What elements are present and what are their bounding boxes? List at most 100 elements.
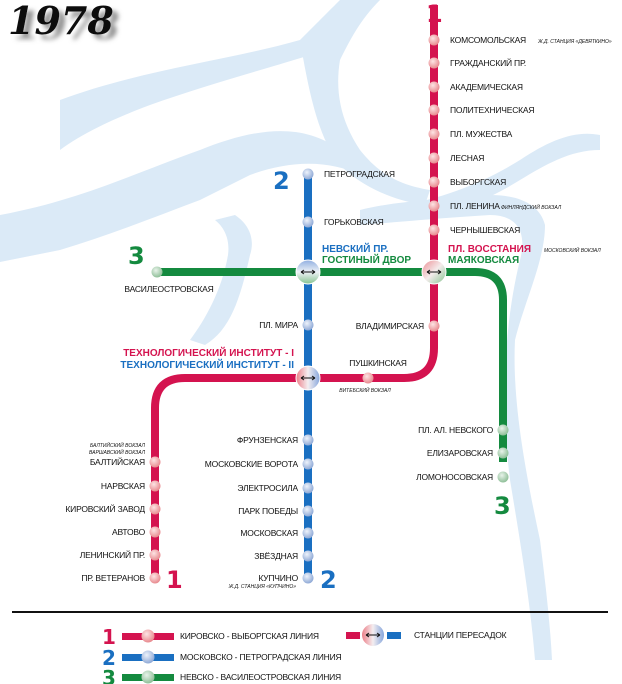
station-label: ПЛ. МУЖЕСТВА (450, 129, 513, 139)
legend-line-label: НЕВСКО - ВАСИЛЕОСТРОВСКАЯ ЛИНИЯ (180, 672, 341, 682)
station-label: ЗВЁЗДНАЯ (254, 551, 298, 561)
station-marker (149, 526, 161, 538)
station-line1[interactable]: НАРВСКАЯ (101, 480, 161, 492)
station-marker (302, 550, 314, 562)
station-line1[interactable]: ВЛАДИМИРСКАЯ (356, 320, 440, 332)
station-label: НАРВСКАЯ (101, 481, 145, 491)
station-marker (497, 447, 509, 459)
station-line1[interactable]: ВЫБОРГСКАЯ (428, 176, 507, 188)
station-label: АВТОВО (112, 527, 146, 537)
station-label: ВЛАДИМИРСКАЯ (356, 321, 424, 331)
station-label: ПЕТРОГРАДСКАЯ (324, 169, 395, 179)
station-marker (302, 168, 314, 180)
station-marker (149, 549, 161, 561)
station-marker (151, 266, 163, 278)
station-line1[interactable]: ГРАЖДАНСКИЙ ПР. (428, 57, 527, 69)
station-line1[interactable]: АКАДЕМИЧЕСКАЯ (428, 81, 523, 93)
station-note: ФИНЛЯНДСКИЙ ВОКЗАЛ (501, 203, 562, 211)
legend-line-number: 3 (102, 666, 116, 684)
station-label: КОМСОМОЛЬСКАЯ (450, 35, 526, 45)
station-line1[interactable]: ПЛ. МУЖЕСТВА (428, 128, 513, 140)
station-marker (497, 424, 509, 436)
station-marker (497, 471, 509, 483)
station-label: ПУШКИНСКАЯ (349, 358, 406, 368)
station-line1[interactable]: ПР. ВЕТЕРАНОВ (81, 572, 161, 584)
svg-text:ГОСТИНЫЙ ДВОР: ГОСТИНЫЙ ДВОР (322, 253, 411, 266)
station-line2[interactable]: ФРУНЗЕНСКАЯ (237, 434, 314, 446)
svg-text:ТЕХНОЛОГИЧЕСКИЙ ИНСТИТУТ - I: ТЕХНОЛОГИЧЕСКИЙ ИНСТИТУТ - I (123, 346, 294, 359)
station-line1[interactable]: КИРОВСКИЙ ЗАВОД (65, 503, 161, 515)
station-marker (302, 482, 314, 494)
station-marker (428, 34, 440, 46)
legend-line-label: КИРОВСКО - ВЫБОРГСКАЯ ЛИНИЯ (180, 631, 319, 641)
station-marker (428, 152, 440, 164)
station-line2[interactable]: ПЛ. МИРА (259, 319, 314, 331)
transfer-arrow-icon (300, 269, 316, 275)
station-line3[interactable]: ПЛ. АЛ. НЕВСКОГО (418, 424, 509, 436)
station-marker (428, 57, 440, 69)
station-marker (302, 216, 314, 228)
legend-station-marker (141, 670, 155, 684)
transfer-nevsky-gostiny[interactable]: НЕВСКИЙ ПР. ГОСТИНЫЙ ДВОР (295, 242, 411, 285)
station-marker (428, 224, 440, 236)
station-line2[interactable]: МОСКОВСКАЯ (240, 527, 314, 539)
station-line1[interactable]: ПОЛИТЕХНИЧЕСКАЯ (428, 104, 535, 116)
station-line3[interactable]: ЛОМОНОСОВСКАЯ (416, 471, 509, 483)
station-line2[interactable]: ЭЛЕКТРОСИЛА (237, 482, 314, 494)
station-label: КИРОВСКИЙ ЗАВОД (65, 503, 145, 514)
station-line2[interactable]: ПАРК ПОБЕДЫ (238, 505, 314, 517)
station-marker (149, 572, 161, 584)
station-marker (149, 480, 161, 492)
svg-text:НЕВСКИЙ ПР.: НЕВСКИЙ ПР. (322, 242, 389, 255)
station-label: ПАРК ПОБЕДЫ (238, 506, 298, 516)
station-line1[interactable]: БАЛТИЙСКАЯ (90, 456, 161, 468)
station-line1[interactable]: ПУШКИНСКАЯ (349, 358, 407, 384)
legend-line-number: 2 (102, 646, 116, 670)
station-line1[interactable]: ЛЕНИНСКИЙ ПР. (80, 549, 161, 561)
station-marker (149, 456, 161, 468)
station-note: БАЛТИЙСКИЙ ВОКЗАЛ (90, 441, 146, 449)
station-line1[interactable]: АВТОВО (112, 526, 161, 538)
legend-station-marker (141, 650, 155, 664)
station-line1[interactable]: ПЛ. ЛЕНИНА (428, 200, 501, 212)
line-3-number-end: 3 (494, 492, 511, 520)
line-3-number: 3 (128, 242, 145, 270)
transfer-arrow-icon (300, 375, 316, 381)
station-marker (302, 434, 314, 446)
station-label: ПОЛИТЕХНИЧЕСКАЯ (450, 105, 534, 115)
station-line2[interactable]: ПЕТРОГРАДСКАЯ (302, 168, 395, 180)
line-3-track (157, 268, 507, 462)
station-label: КУПЧИНО (258, 573, 298, 583)
station-line3[interactable]: ЕЛИЗАРОВСКАЯ (427, 447, 509, 459)
station-line2[interactable]: ГОРЬКОВСКАЯ (302, 216, 384, 228)
transfer-vosstaniya-mayakovskaya[interactable]: ПЛ. ВОССТАНИЯ МАЯКОВСКАЯ МОСКОВСКИЙ ВОКЗ… (421, 244, 601, 285)
station-label: ГОРЬКОВСКАЯ (324, 217, 384, 227)
station-marker (428, 320, 440, 332)
station-line2[interactable]: ЗВЁЗДНАЯ (254, 550, 314, 562)
station-marker (302, 458, 314, 470)
station-label: ПЛ. АЛ. НЕВСКОГО (418, 425, 493, 435)
station-label: ЭЛЕКТРОСИЛА (237, 483, 298, 493)
transfer-tech-institute[interactable]: ТЕХНОЛОГИЧЕСКИЙ ИНСТИТУТ - I ТЕХНОЛОГИЧЕ… (120, 346, 321, 391)
station-line1[interactable]: КОМСОМОЛЬСКАЯ (428, 34, 527, 46)
station-label: АКАДЕМИЧЕСКАЯ (450, 82, 523, 92)
station-label: ГРАЖДАНСКИЙ ПР. (450, 57, 526, 68)
station-marker (428, 176, 440, 188)
station-line1[interactable]: ЛЕСНАЯ (428, 152, 485, 164)
station-label: БАЛТИЙСКАЯ (90, 456, 145, 467)
station-label: ПЛ. МИРА (259, 320, 298, 330)
station-label: ЛОМОНОСОВСКАЯ (416, 472, 493, 482)
station-line2[interactable]: МОСКОВСКИЕ ВОРОТА (205, 458, 314, 470)
station-label: ВЫБОРГСКАЯ (450, 177, 506, 187)
year-logo: 1978 (8, 0, 114, 43)
river-neva (0, 0, 600, 660)
station-marker (302, 572, 314, 584)
station-line1[interactable]: ЧЕРНЫШЕВСКАЯ (428, 224, 521, 236)
station-label: ПР. ВЕТЕРАНОВ (81, 573, 145, 583)
station-marker (302, 527, 314, 539)
line-2-number-end: 2 (320, 566, 337, 594)
station-line2[interactable]: КУПЧИНО (258, 572, 314, 584)
station-line3[interactable]: ВАСИЛЕОСТРОВСКАЯ (124, 266, 214, 295)
